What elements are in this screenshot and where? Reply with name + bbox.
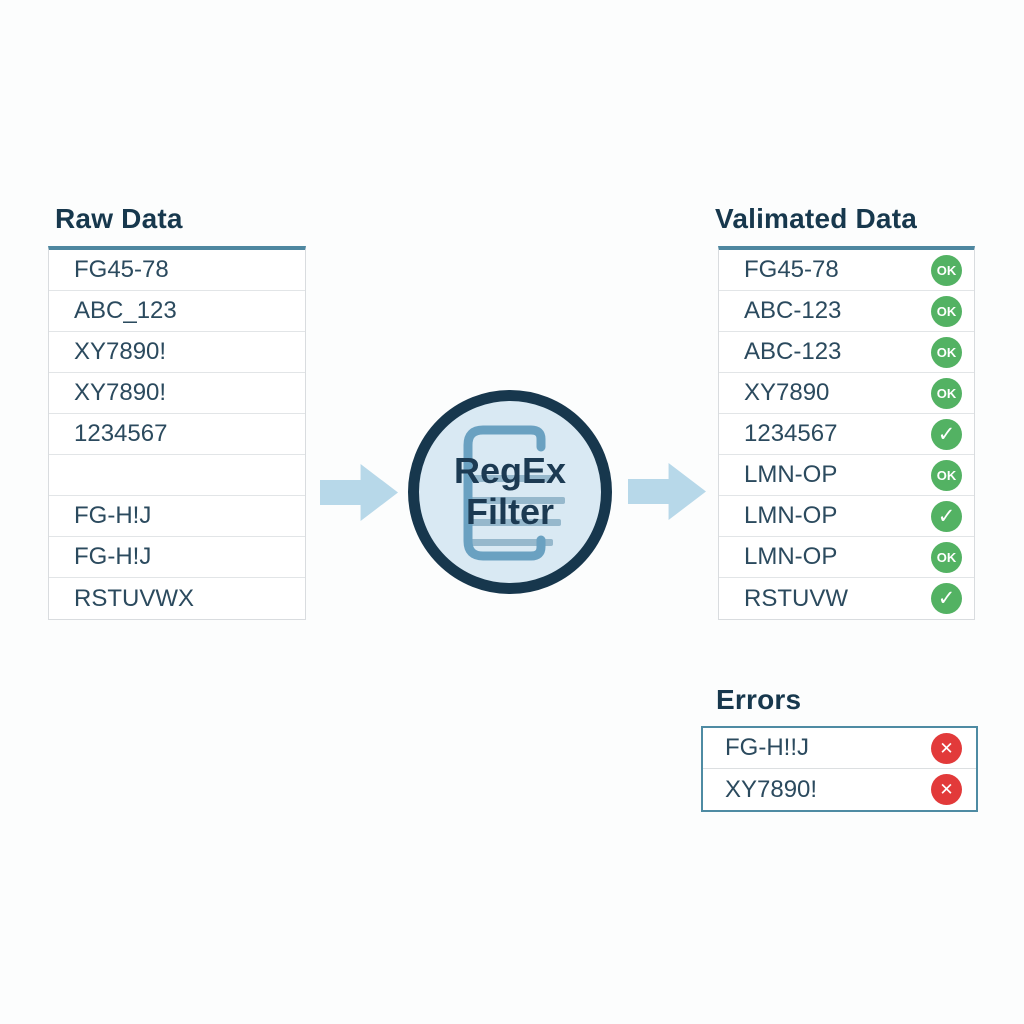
raw-data-title: Raw Data	[55, 203, 183, 234]
table-row: FG-H!J	[49, 496, 305, 537]
cell-value: FG-H!!J	[725, 734, 809, 761]
errors-title: Errors	[716, 684, 802, 715]
table-row-empty	[49, 455, 305, 496]
table-row: XY7890 OK	[719, 373, 974, 414]
cell-value: FG-H!J	[74, 543, 152, 570]
cell-value: LMN-OP	[744, 543, 838, 570]
filter-label: RegEx Filter	[419, 401, 601, 583]
table-row: LMN-OP OK	[719, 537, 974, 578]
flow-arrow-right	[628, 463, 706, 520]
ok-badge: OK	[931, 336, 962, 368]
table-row: 1234567 ✓	[719, 414, 974, 455]
cell-value: ABC-123	[744, 338, 842, 365]
validated-data-title: Valimated Data	[715, 203, 917, 234]
table-row: FG45-78	[49, 250, 305, 291]
table-row: LMN-OP OK	[719, 455, 974, 496]
ok-badge: OK	[931, 254, 962, 286]
table-row: ABC-123 OK	[719, 332, 974, 373]
cell-value: 1234567	[744, 420, 838, 447]
table-row: XY7890!	[49, 332, 305, 373]
cell-value: XY7890	[744, 379, 830, 406]
document-icon	[463, 425, 565, 561]
filter-label-line1: RegEx	[453, 450, 567, 492]
error-badge: ✕	[931, 774, 962, 805]
table-row: ABC-123 OK	[719, 291, 974, 332]
check-badge: ✓	[931, 583, 962, 614]
table-row: RSTUVW ✓	[719, 578, 974, 619]
cell-value: 1234567	[74, 420, 168, 447]
regex-filter-node: RegEx Filter	[408, 390, 612, 594]
flow-arrow-left	[320, 464, 398, 521]
error-badge: ✕	[931, 732, 962, 764]
check-badge: ✓	[931, 418, 962, 450]
table-row: FG-H!J	[49, 537, 305, 578]
ok-badge: OK	[931, 459, 962, 491]
cell-value: XY7890!	[74, 379, 167, 406]
cell-value: LMN-OP	[744, 502, 838, 529]
cell-value: RSTUVW	[744, 584, 848, 612]
ok-badge: OK	[931, 295, 962, 327]
table-row: FG-H!!J ✕	[703, 728, 976, 769]
table-row: XY7890! ✕	[703, 769, 976, 810]
ok-badge: OK	[931, 377, 962, 409]
table-row: RSTUVWX	[49, 578, 305, 619]
table-row: ABC_123	[49, 291, 305, 332]
filter-label-line2: Filter	[465, 491, 554, 532]
cell-value: FG-H!J	[74, 502, 152, 529]
table-row: LMN-OP ✓	[719, 496, 974, 537]
cell-value: FG45-78	[744, 256, 839, 283]
validated-data-table: FG45-78 OK ABC-123 OK ABC-123 OK XY7890 …	[718, 246, 975, 620]
cell-value: XY7890!	[725, 775, 818, 803]
cell-value: FG45-78	[74, 256, 169, 283]
check-badge: ✓	[931, 500, 962, 532]
cell-value: LMN-OP	[744, 461, 838, 488]
cell-value: XY7890!	[74, 338, 167, 365]
raw-data-table: FG45-78 ABC_123 XY7890! XY7890! 1234567 …	[48, 246, 306, 620]
table-row: XY7890!	[49, 373, 305, 414]
cell-value: RSTUVWX	[74, 584, 194, 612]
cell-value: ABC-123	[744, 297, 842, 324]
errors-table: FG-H!!J ✕ XY7890! ✕	[701, 726, 978, 812]
ok-badge: OK	[931, 541, 962, 573]
table-row: FG45-78 OK	[719, 250, 974, 291]
table-row: 1234567	[49, 414, 305, 455]
cell-value: ABC_123	[74, 297, 177, 324]
